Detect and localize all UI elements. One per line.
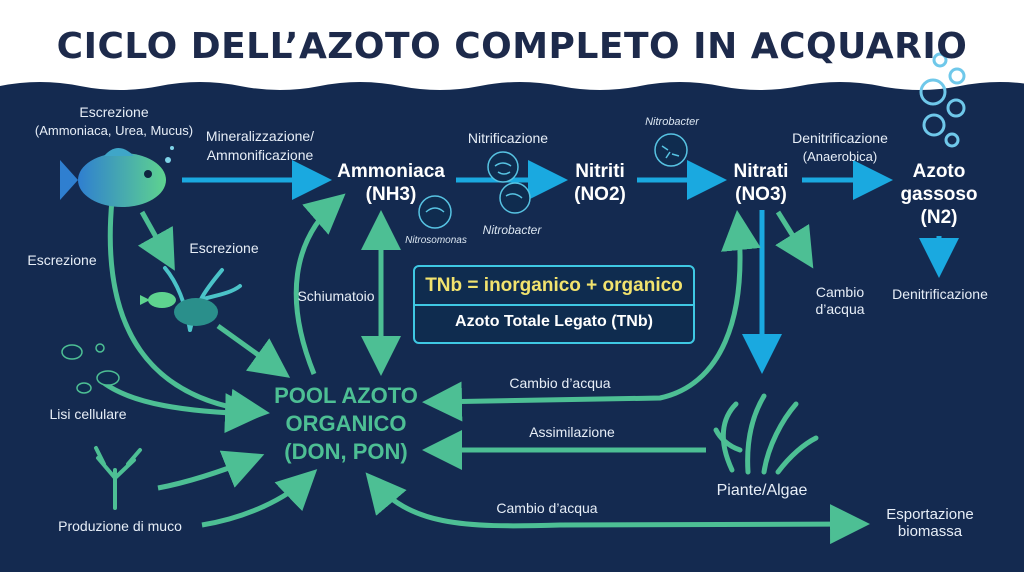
node-ammonia-name: Ammoniaca (337, 161, 445, 182)
label-water-change-bottom: Cambio d’acqua (496, 500, 598, 516)
label-nitrobacter-top: Nitrobacter (645, 116, 699, 128)
arrow-water-change-mid (422, 210, 761, 422)
node-nitrites-formula: (NO2) (574, 184, 626, 205)
tnb-definition: Azoto Totale Legato (TNb) (455, 313, 653, 330)
node-ammonia: Ammoniaca (NH3) (332, 160, 450, 206)
arrow-water-change-right (775, 210, 814, 269)
label-excretion-left: Escrezione (27, 252, 97, 268)
label-nitrobacter-mid: Nitrobacter (482, 223, 542, 237)
label-skimmer: Schiumatoio (297, 288, 375, 304)
node-organic-pool-line1: POOL AZOTO (274, 383, 418, 408)
arrow-lysis-to-pool (98, 378, 265, 434)
node-export-line2: biomassa (897, 523, 963, 540)
node-nitrogen-gas-line3: (N2) (920, 207, 958, 228)
arrow-mucus-to-pool-1 (157, 450, 265, 491)
tnb-divider (415, 304, 693, 306)
arrow-fish-to-coral (137, 210, 175, 271)
fish-icon (60, 146, 174, 207)
diagram-title: CICLO DELL’AZOTO COMPLETO IN ACQUARIO (56, 26, 968, 67)
node-nitrogen-gas: Azoto gassoso (N2) (892, 160, 986, 229)
plant-icon (713, 393, 819, 475)
label-mineralization-2: Ammonificazione (206, 147, 314, 163)
node-nitrates-formula: (NO3) (735, 184, 787, 205)
label-excretion-top: Escrezione (79, 104, 149, 120)
node-nitrites-name: Nitriti (575, 161, 625, 182)
label-nitrification: Nitrificazione (467, 130, 549, 146)
label-anaerobic: (Anaerobica) (802, 149, 878, 164)
label-denitrification-top: Denitrificazione (792, 130, 888, 146)
node-export-line1: Esportazione (886, 506, 974, 523)
node-nitrates: Nitrati (NO3) (720, 160, 802, 206)
node-ammonia-formula: (NH3) (365, 184, 417, 205)
arrow-mucus-to-pool-2 (201, 469, 318, 528)
coral-icon (140, 266, 242, 332)
tnb-formula: TNb = inorganico + organico (425, 275, 683, 296)
label-water-change-right-2: d’acqua (815, 301, 865, 317)
arrow-coral-to-pool (216, 323, 291, 378)
arrow-pool-to-ammonia (293, 193, 346, 375)
label-mineralization-1: Mineralizzazione/ (205, 128, 315, 144)
arrow-water-change-bottom (365, 472, 870, 545)
node-organic-pool-line3: (DON, PON) (284, 439, 408, 464)
node-nitrates-name: Nitrati (733, 161, 789, 182)
label-mucus-production: Produzione di muco (58, 518, 182, 534)
node-organic-pool-line2: ORGANICO (285, 411, 407, 436)
label-excretion-mid: Escrezione (189, 240, 259, 256)
label-nitrosomonas: Nitrosomonas (405, 235, 467, 246)
label-denitrification-right: Denitrificazione (892, 286, 988, 302)
label-excretion-top-sub: (Ammoniaca, Urea, Mucus) (34, 123, 194, 138)
label-assimilation: Assimilazione (529, 424, 615, 440)
cell-lysis-icon (61, 343, 120, 394)
bubbles-icon (919, 52, 966, 148)
coral-bottom-icon (94, 446, 142, 510)
node-export: Esportazione biomassa (868, 506, 992, 540)
arrow-fish-to-pool (107, 199, 270, 429)
label-water-change-mid: Cambio d’acqua (509, 375, 611, 391)
node-nitrogen-gas-line1: Azoto (912, 161, 966, 182)
bacteria-icon (418, 133, 688, 229)
label-water-change-right-1: Cambio (815, 284, 865, 300)
node-plants: Piante/Algae (716, 482, 808, 499)
label-cell-lysis: Lisi cellulare (49, 406, 127, 422)
node-organic-pool: POOL AZOTO ORGANICO (DON, PON) (262, 382, 430, 466)
node-nitrogen-gas-line2: gassoso (900, 184, 978, 205)
tnb-box: TNb = inorganico + organico Azoto Totale… (413, 265, 695, 344)
node-nitrites: Nitriti (NO2) (560, 160, 640, 206)
